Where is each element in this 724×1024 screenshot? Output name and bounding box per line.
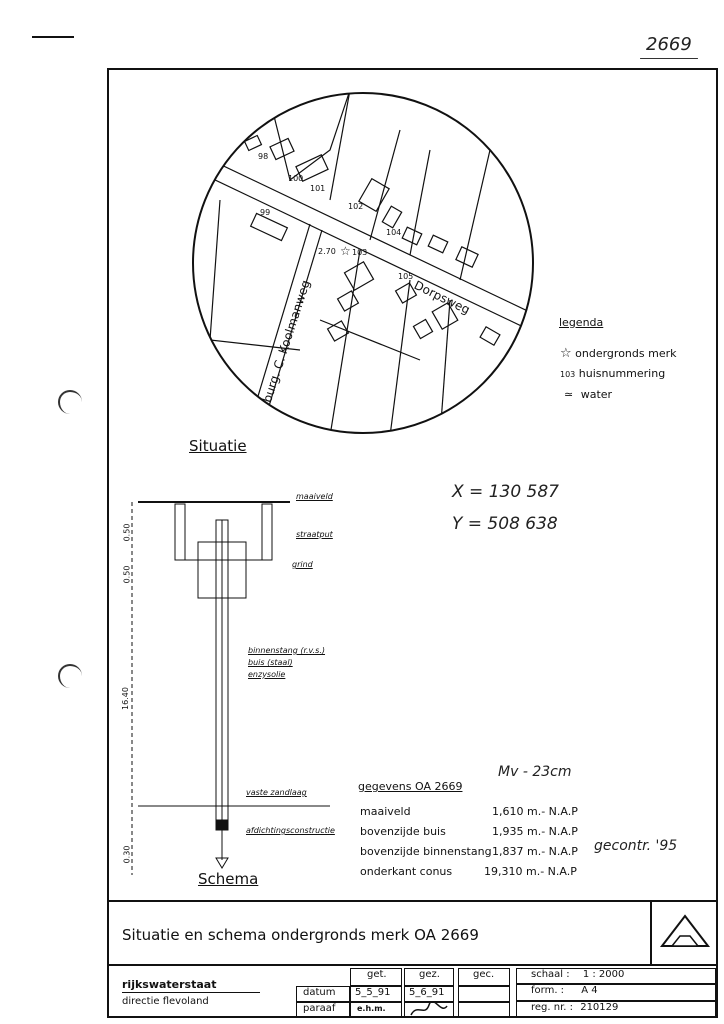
house-number: 105 — [398, 272, 414, 281]
gegevens-row: maaiveld — [360, 805, 411, 818]
gez-paraaf-signature — [404, 1000, 454, 1018]
mv-note: Mv - 23cm — [498, 764, 572, 780]
house-number: 104 — [386, 228, 402, 237]
legend-symbol: 103 — [560, 370, 576, 379]
rws-logo-icon — [659, 914, 711, 947]
org-name: rijkswaterstaat — [122, 978, 217, 991]
coord-y: Y = 508 638 — [452, 514, 558, 534]
label-vaste-zandlaag: vaste zandlaag — [246, 788, 307, 797]
gez-date: 5_6_91 — [404, 986, 454, 1002]
legend-label: ondergronds merk — [575, 347, 677, 360]
coord-x: X = 130 587 — [452, 482, 559, 502]
gegevens-value: 1,837 m.- N.A.P — [492, 845, 578, 858]
house-number: 99 — [260, 208, 271, 217]
label-afdichting: afdichtingsconstructie — [246, 826, 335, 835]
dim-050b: 0.50 — [122, 565, 132, 584]
get-date: 5_5_91 — [350, 986, 402, 1002]
house-number: 98 — [258, 152, 269, 161]
house-number: 101 — [310, 184, 326, 193]
label-binnenstang: binnenstang (r.v.s.) — [248, 646, 326, 655]
label-maaiveld: maaiveld — [296, 492, 333, 501]
title-bar — [107, 900, 718, 966]
gegevens-row: bovenzijde binnenstang — [360, 845, 492, 858]
org-sub: directie flevoland — [122, 996, 209, 1007]
logo-box — [650, 902, 716, 964]
gegevens-row: bovenzijde buis — [360, 825, 446, 838]
datum-label: datum — [296, 986, 350, 1002]
water-icon: ≃ — [564, 388, 574, 401]
paraaf-label: paraaf — [296, 1002, 350, 1018]
legend-item: ≃ water — [564, 388, 612, 401]
schema-drawing — [131, 501, 330, 875]
get-header: get. — [350, 968, 402, 986]
house-number: 100 — [288, 174, 304, 183]
label-grind: grind — [292, 560, 313, 569]
schema-title: Schema — [198, 870, 259, 888]
label-buis: buis (staal) — [248, 658, 293, 667]
house-number: 102 — [348, 202, 364, 211]
gegevens-value: 1,610 m.- N.A.P — [492, 805, 578, 818]
legend-label: huisnummering — [578, 367, 666, 380]
star-icon: ☆ — [560, 346, 572, 361]
gez-header: gez. — [404, 968, 454, 986]
gegevens-row: onderkant conus — [360, 865, 453, 878]
org-divider — [122, 992, 260, 993]
dim-1640: 16.40 — [120, 687, 130, 710]
punch-mark — [58, 664, 82, 688]
gegevens-value: 19,310 m.- N.A.P — [484, 865, 577, 878]
gegevens-value: 1,935 m.- N.A.P — [492, 825, 578, 838]
gegevens-title: gegevens OA 2669 — [358, 780, 463, 793]
get-paraaf: e.h.m. — [350, 1002, 402, 1018]
benchmark-label: 2.70 — [318, 247, 336, 256]
gecontr-note: gecontr. '95 — [594, 838, 678, 854]
sheet-number-underline — [640, 58, 698, 60]
legend-label: water — [580, 388, 613, 401]
gec-paraaf — [458, 1002, 510, 1018]
benchmark-star-icon: ☆ — [340, 244, 351, 258]
punch-mark — [58, 390, 82, 414]
dim-050a: 0.50 — [122, 523, 132, 542]
label-enzysolie: enzysolie — [248, 670, 286, 679]
situatie-title: Situatie — [189, 437, 247, 455]
title-block-title: Situatie en schema ondergronds merk OA 2… — [122, 926, 479, 944]
legend-item: ☆ ondergronds merk — [560, 346, 677, 361]
gec-header: gec. — [458, 968, 510, 986]
schaal-cell: schaal : 1 : 2000 — [516, 968, 716, 984]
situation-map: ☆ — [192, 92, 534, 434]
reg-cell: reg. nr. : 210129 — [516, 1001, 716, 1018]
signature-icon — [410, 1000, 448, 1016]
form-cell: form. : A 4 — [516, 984, 716, 1001]
house-number: 103 — [352, 248, 368, 257]
top-left-mark — [32, 36, 74, 38]
label-straatput: straatput — [296, 530, 333, 539]
gec-date — [458, 986, 510, 1002]
sheet-number: 2669 — [646, 34, 692, 55]
dim-030: 0.30 — [122, 845, 132, 864]
legend-title: legenda — [559, 316, 604, 329]
legend-item: 103 huisnummering — [560, 367, 665, 380]
